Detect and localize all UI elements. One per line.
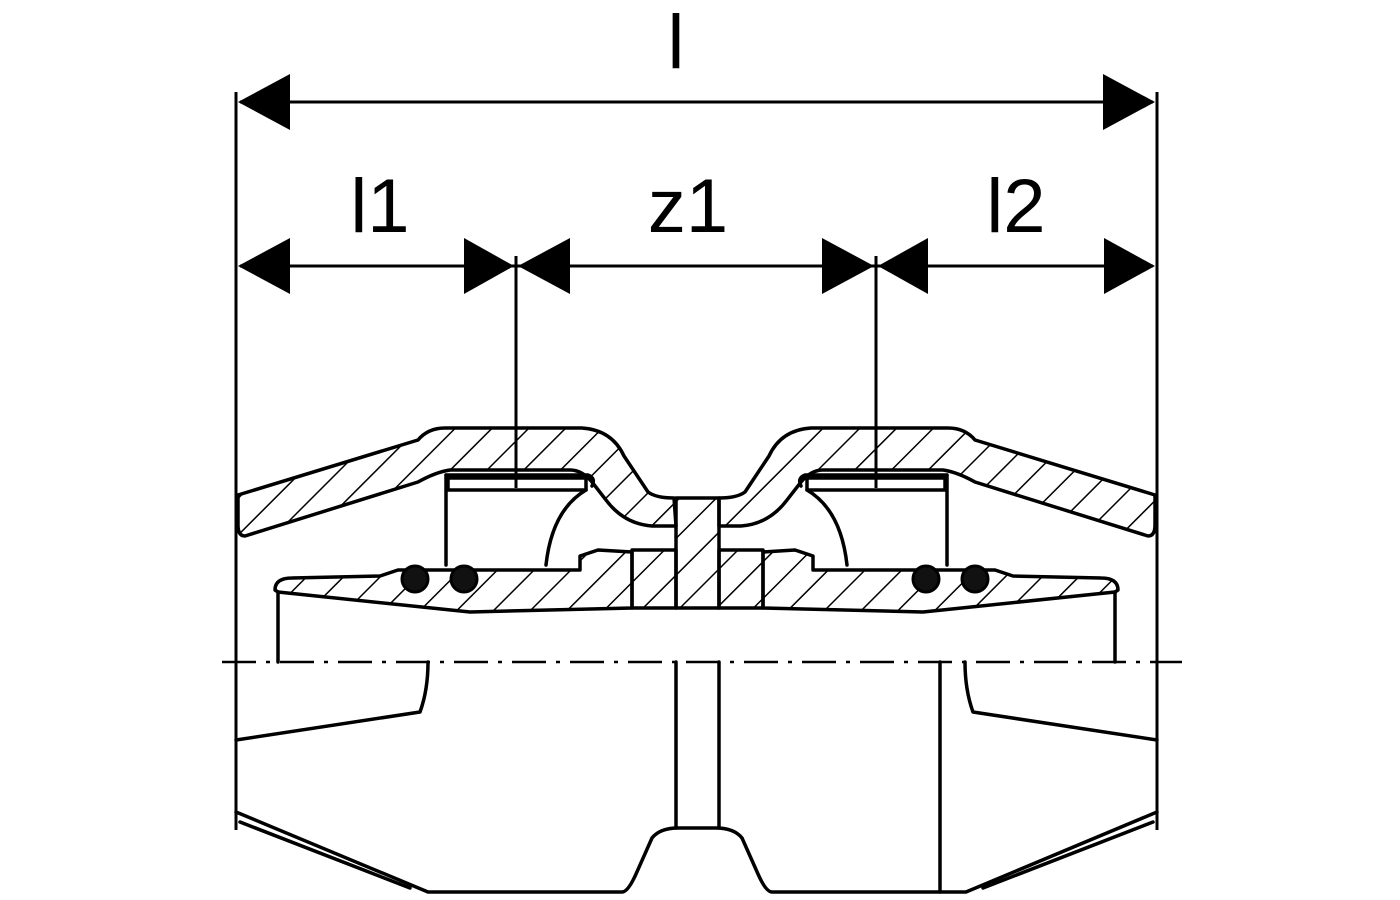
outer-body-right	[717, 426, 1157, 538]
arrowhead-left-icon	[238, 74, 290, 130]
label-l2: l2	[986, 164, 1045, 249]
insert-ring-left	[630, 548, 678, 610]
outer-view	[234, 660, 1159, 894]
view-left-chamfer	[238, 820, 412, 890]
arrowhead-l1-left-icon	[238, 238, 290, 294]
insert-ring-right	[717, 548, 765, 610]
sleeve-top-left	[444, 473, 596, 488]
seal-icon	[400, 564, 430, 594]
sleeve-curve-right	[805, 488, 849, 567]
arrowhead-z1-left-icon	[518, 238, 570, 294]
pipe-wall-right	[761, 548, 1120, 614]
dimension-overall: l	[234, 0, 1159, 830]
seal-icon	[449, 564, 479, 594]
view-left-taper	[234, 660, 430, 742]
outer-body-left	[236, 426, 678, 538]
view-bottom-outline	[234, 810, 1159, 894]
arrowhead-l1-right-icon	[464, 238, 514, 294]
center-stop	[674, 496, 721, 610]
inner-sleeve	[444, 473, 949, 567]
label-l1: l1	[350, 164, 409, 249]
arrowhead-l2-left-icon	[878, 238, 928, 294]
arrowhead-right-icon	[1103, 74, 1155, 130]
seal-icon	[911, 564, 941, 594]
arrowhead-z1-right-icon	[822, 238, 874, 294]
label-overall: l	[668, 0, 685, 85]
sleeve-curve-left	[544, 488, 588, 567]
seal-icon	[960, 564, 990, 594]
sleeve-top-right	[797, 473, 949, 488]
seals	[400, 564, 990, 594]
view-right-taper	[963, 660, 1159, 742]
label-z1: z1	[648, 164, 728, 249]
outer-body-section	[236, 426, 1157, 538]
view-right-chamfer	[981, 820, 1155, 890]
arrowhead-l2-right-icon	[1104, 238, 1155, 294]
dimension-sub: l1 z1 l2	[238, 164, 1155, 488]
